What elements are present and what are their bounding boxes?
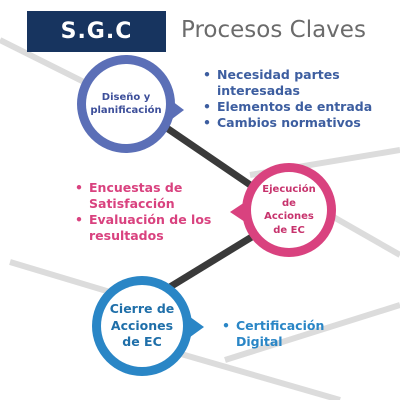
node-design-label: Diseño y planificación [90,91,162,117]
background-line [9,259,121,298]
background-line [328,212,400,258]
list-item: Certificación Digital [222,318,332,350]
sgc-badge: S.G.C [27,11,166,52]
connector-line [153,117,267,198]
node-design [77,55,184,153]
node-closure-label: Cierre de Acciones de EC [109,300,175,350]
node-closure-disc [101,285,183,367]
node-execution [230,163,336,257]
execution-bullet-list: Encuestas de Satisfacción Evaluación de … [75,180,225,244]
node-execution-label: Ejecución de Acciones de EC [262,184,316,236]
node-design-disc [86,64,166,144]
list-item: Necesidad partes interesadas [203,67,383,99]
node-closure [92,276,204,376]
page-title: Procesos Claves [181,17,366,43]
list-item: Evaluación de los resultados [75,212,225,244]
list-item: Cambios normativos [203,115,383,131]
sgc-badge-text: S.G.C [60,19,133,44]
node-execution-disc [251,172,327,248]
list-item: Encuestas de Satisfacción [75,180,225,212]
design-bullet-list: Necesidad partes interesadas Elementos d… [203,67,383,131]
connector-line [163,232,257,293]
closure-bullet-list: Certificación Digital [222,318,332,350]
list-item: Elementos de entrada [203,99,383,115]
